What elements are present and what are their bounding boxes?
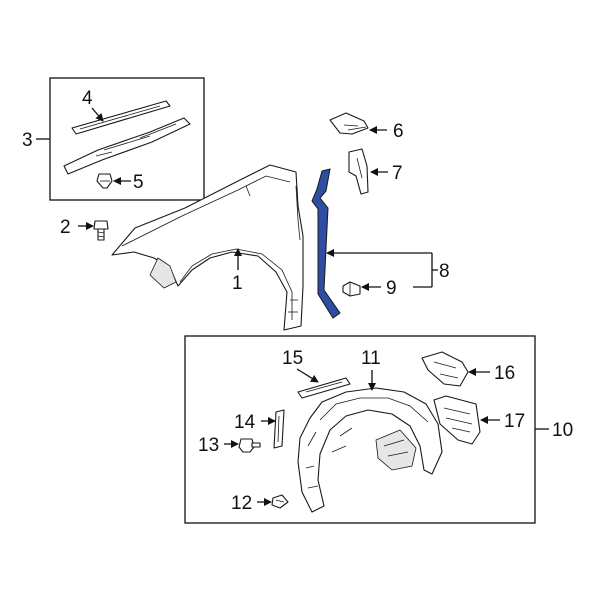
- callout-5[interactable]: 5: [133, 172, 144, 193]
- molding-strip-part[interactable]: [71, 100, 171, 135]
- callout-2[interactable]: 2: [60, 217, 71, 238]
- fastener-part[interactable]: [342, 281, 361, 297]
- callout-12[interactable]: 12: [231, 493, 252, 514]
- callout-14[interactable]: 14: [234, 412, 256, 433]
- liner-bolt-part[interactable]: [238, 438, 261, 453]
- callout-6[interactable]: 6: [393, 121, 404, 142]
- callout-3[interactable]: 3: [22, 130, 33, 151]
- inner-fender-liner-part[interactable]: [297, 387, 443, 513]
- leader-4: [91, 107, 104, 122]
- callout-16[interactable]: 16: [494, 363, 515, 384]
- upper-bracket-part[interactable]: [329, 112, 369, 135]
- callout-8[interactable]: 8: [439, 261, 450, 282]
- callout-7[interactable]: 7: [392, 163, 403, 184]
- liner-lower-panel-part[interactable]: [433, 395, 481, 445]
- front-fender-part[interactable]: [111, 164, 304, 331]
- callout-13[interactable]: 13: [198, 435, 219, 456]
- fender-seal-highlighted-part[interactable]: [311, 168, 341, 319]
- callout-15[interactable]: 15: [282, 348, 303, 369]
- callout-1[interactable]: 1: [232, 273, 243, 294]
- kit-box-3: [49, 77, 205, 201]
- callout-17[interactable]: 17: [504, 411, 525, 432]
- liner-upper-bracket-part[interactable]: [421, 351, 469, 387]
- callout-11[interactable]: 11: [361, 348, 381, 369]
- vertical-strip-part[interactable]: [273, 409, 285, 449]
- clip-part[interactable]: [96, 173, 113, 189]
- callout-4[interactable]: 4: [82, 88, 93, 109]
- fender-seal-part[interactable]: [63, 117, 191, 175]
- callout-10[interactable]: 10: [552, 420, 573, 441]
- liner-clip-part[interactable]: [271, 494, 289, 509]
- callout-9[interactable]: 9: [386, 278, 397, 299]
- bolt-part[interactable]: [93, 220, 109, 241]
- side-bracket-part[interactable]: [348, 148, 369, 195]
- liner-strip-part[interactable]: [297, 377, 351, 399]
- leader-15: [296, 368, 319, 383]
